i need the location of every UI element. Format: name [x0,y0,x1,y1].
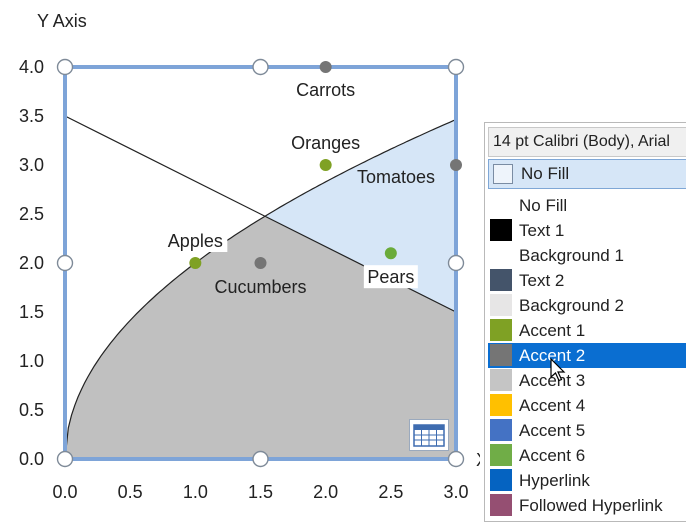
color-option[interactable]: Text 2 [488,268,686,293]
color-swatch [490,219,512,241]
color-option[interactable]: Accent 5 [488,418,686,443]
y-tick-label: 0.0 [19,449,44,469]
data-point [319,61,332,73]
chart-area[interactable]: 0.0 0.5 1.0 1.5 2.0 2.5 3.0 3.5 4.0 0.0 0.5 1.0 1.5 2… [0,0,480,513]
y-tick-label: 1.0 [19,351,44,371]
color-option[interactable]: No Fill [488,193,686,218]
font-info-box[interactable]: 14 pt Calibri (Body), Arial [488,127,686,157]
color-option-label: Text 1 [519,221,565,240]
fill-color-dropdown: 14 pt Calibri (Body), Arial No Fill No F… [484,122,686,522]
y-tick-label: 2.5 [19,204,44,224]
no-fill-header-label: No Fill [521,164,570,183]
data-label: Tomatoes [357,167,435,187]
color-swatch [490,319,512,341]
no-fill-option-header[interactable]: No Fill [488,159,686,189]
y-axis-title: Y Axis [37,11,87,31]
x-tick-label: 0.5 [118,482,143,502]
color-option-label: Accent 2 [519,346,586,365]
data-label: Cucumbers [214,277,306,297]
color-swatch [490,394,512,416]
color-option-label: Background 1 [519,246,624,265]
color-option[interactable]: Hyperlink [488,468,686,493]
color-swatch [490,244,512,266]
color-swatch [490,469,512,491]
color-swatch [490,294,512,316]
x-tick-label: 1.5 [248,482,273,502]
resize-handle [252,450,269,468]
table-icon[interactable] [409,419,449,451]
color-swatch [490,494,512,516]
color-option[interactable]: Background 2 [488,293,686,318]
color-option-label: Background 2 [519,296,624,315]
resize-handle [447,450,465,468]
gray-fill-region [65,217,456,459]
resize-handle [56,450,74,468]
y-tick-label: 4.0 [19,57,44,77]
sqrt-curve [64,118,457,460]
x-tick-label: 3.0 [443,482,468,502]
resize-handle [447,254,465,272]
color-option[interactable]: Accent 1 [488,318,686,343]
x-tick-label: 2.5 [378,482,403,502]
color-option-label: Accent 1 [519,321,586,340]
data-point [384,247,397,260]
color-swatch [490,444,512,466]
color-option[interactable]: Background 1 [488,243,686,268]
data-label-bg [163,229,228,252]
color-swatch [490,419,512,441]
data-label: Oranges [291,133,360,153]
no-fill-swatch [493,164,513,184]
resize-handle [56,254,74,272]
color-option-label: Accent 6 [519,446,586,465]
color-swatch [490,369,512,391]
y-tick-label: 2.0 [19,253,44,273]
color-option[interactable]: Text 1 [488,218,686,243]
color-option-label: Hyperlink [519,471,590,490]
resize-handle [56,58,74,76]
data-point [450,159,462,171]
color-option[interactable]: Accent 6 [488,443,686,468]
color-option[interactable]: Accent 4 [488,393,686,418]
blue-fill-region [264,119,456,312]
data-point [319,159,332,171]
y-tick-label: 0.5 [19,400,44,420]
scatter-chart: 0.0 0.5 1.0 1.5 2.0 2.5 3.0 3.5 4.0 0.0 0.5 1.0 1.5 2… [19,11,480,502]
color-option-label: Accent 3 [519,371,586,390]
y-tick-label: 1.5 [19,302,44,322]
color-option[interactable]: Followed Hyperlink [488,493,686,518]
data-label: Pears [367,267,414,287]
x-tick-label: 1.0 [183,482,208,502]
y-tick-label: 3.0 [19,155,44,175]
color-option-label: Accent 4 [519,396,586,415]
x-tick-label: 2.0 [313,482,338,502]
color-option-label: No Fill [519,196,568,215]
data-label: Carrots [296,80,355,100]
color-option[interactable]: Accent 2 [488,343,686,368]
x-axis-title: X [476,450,480,470]
data-point [189,257,202,269]
y-tick-label: 3.5 [19,106,44,126]
color-option-label: Followed Hyperlink [519,496,663,515]
data-label: Apples [168,231,223,251]
color-option-label: Accent 5 [519,421,586,440]
color-option-label: Text 2 [519,271,565,290]
color-swatch [490,344,512,366]
mouse-cursor-icon [550,358,566,382]
color-option[interactable]: Accent 3 [488,368,686,393]
data-point [254,257,267,269]
x-tick-label: 0.0 [52,482,77,502]
data-label-bg [363,265,418,289]
color-swatch [490,269,512,291]
resize-handle [252,58,269,76]
resize-handle [447,58,465,76]
